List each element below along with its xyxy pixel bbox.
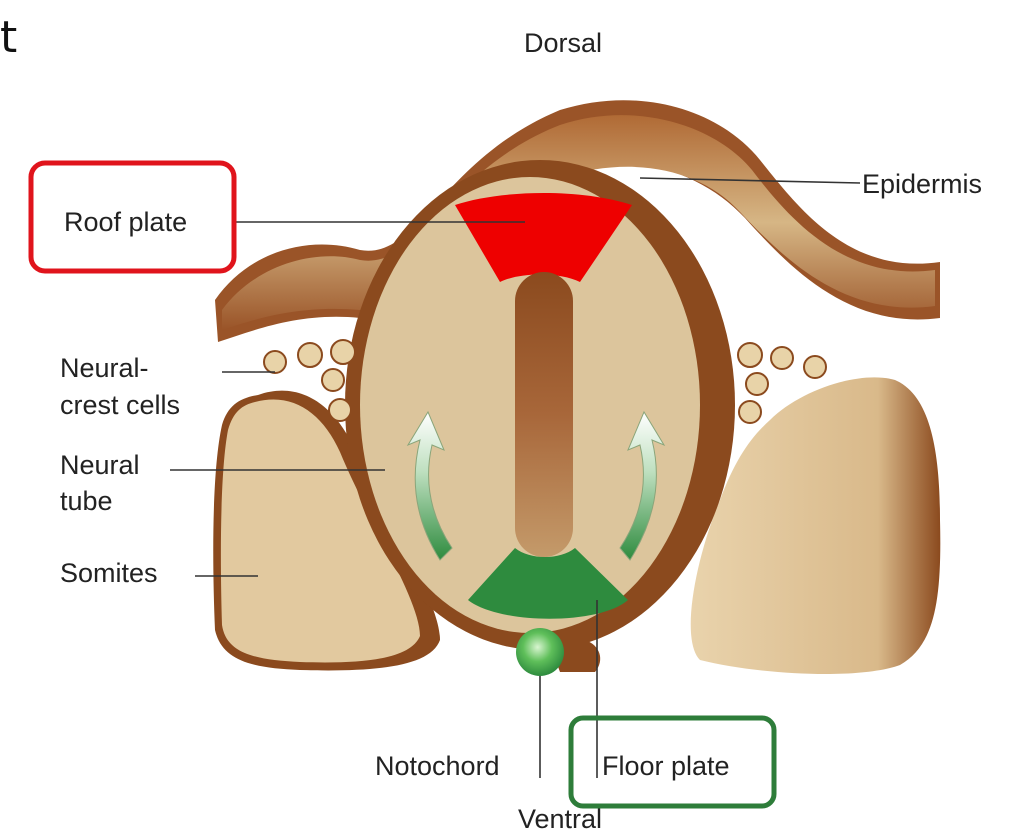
central-canal <box>515 272 573 557</box>
label-floor-plate: Floor plate <box>602 751 730 781</box>
label-somites: Somites <box>60 558 158 588</box>
corner-glyph: t <box>0 12 17 63</box>
label-roof-plate: Roof plate <box>64 207 187 237</box>
label-neural-tube-line1: Neural <box>60 450 140 480</box>
label-notochord: Notochord <box>375 751 500 781</box>
label-ventral: Ventral <box>518 804 602 834</box>
label-dorsal: Dorsal <box>524 28 602 58</box>
label-epidermis: Epidermis <box>862 169 982 199</box>
label-neural-crest-line2: crest cells <box>60 390 180 420</box>
label-neural-tube-line2: tube <box>60 486 113 516</box>
label-neural-crest-line1: Neural- <box>60 353 149 383</box>
